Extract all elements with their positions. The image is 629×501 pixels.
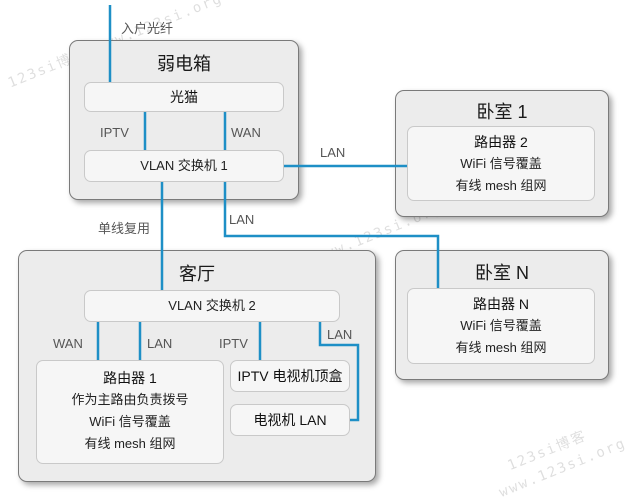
modem-iptv-label: IPTV [100, 125, 129, 140]
router-1: 路由器 1 作为主路由负责拨号 WiFi 信号覆盖 有线 mesh 组网 [36, 360, 224, 464]
weak-current-box-title: 弱电箱 [157, 54, 211, 74]
living-lan-label-2: LAN [327, 327, 353, 342]
single-line-label: 单线复用 [98, 221, 151, 236]
router-n-mesh: 有线 mesh 组网 [455, 340, 547, 355]
router-n-wifi: WiFi 信号覆盖 [460, 318, 542, 333]
router-2-title: 路由器 2 [474, 134, 528, 150]
router-n-title: 路由器 N [473, 296, 529, 312]
bedroom-1-title: 卧室 1 [476, 102, 528, 122]
bedroom-n-lan-label: LAN [229, 212, 255, 227]
router-2-mesh: 有线 mesh 组网 [455, 178, 547, 193]
vlan-switch-1: VLAN 交换机 1 [84, 150, 284, 182]
router-1-mesh: 有线 mesh 组网 [84, 436, 176, 451]
tv-lan: 电视机 LAN [230, 404, 350, 436]
bedroom-n-title: 卧室 N [475, 263, 529, 283]
router-2: 路由器 2 WiFi 信号覆盖 有线 mesh 组网 [407, 126, 595, 201]
fiber-in-label: 入户光纤 [121, 21, 174, 36]
router-1-title: 路由器 1 [103, 370, 157, 386]
living-wan-label: WAN [53, 336, 83, 351]
living-lan-label: LAN [147, 336, 173, 351]
living-room-title: 客厅 [179, 264, 215, 284]
iptv-set-top-box: IPTV 电视机顶盒 [230, 360, 350, 392]
bedroom-1-lan-label: LAN [320, 145, 346, 160]
optical-modem: 光猫 [84, 82, 284, 112]
router-2-wifi: WiFi 信号覆盖 [460, 156, 542, 171]
modem-wan-label: WAN [231, 125, 261, 140]
router-1-role: 作为主路由负责拨号 [71, 392, 189, 407]
router-n: 路由器 N WiFi 信号覆盖 有线 mesh 组网 [407, 288, 595, 364]
vlan-switch-2: VLAN 交换机 2 [84, 290, 340, 322]
living-iptv-label: IPTV [219, 336, 248, 351]
router-1-wifi: WiFi 信号覆盖 [89, 414, 171, 429]
